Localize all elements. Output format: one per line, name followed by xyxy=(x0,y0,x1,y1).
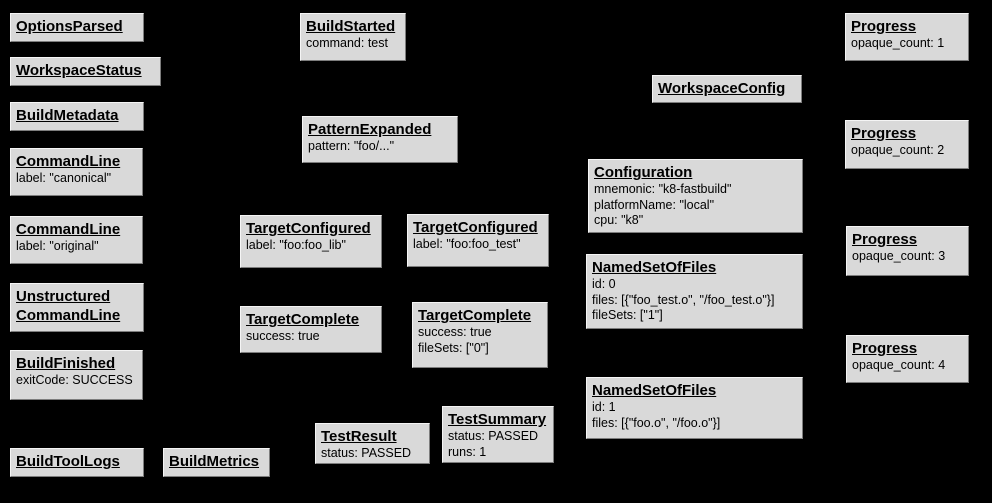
node-attribute-line: fileSets: ["0"] xyxy=(418,340,489,355)
node-title: WorkspaceStatus xyxy=(16,62,142,79)
node-title: PatternExpanded xyxy=(308,121,432,138)
node-title: Configuration xyxy=(594,164,693,181)
node-title: BuildToolLogs xyxy=(16,453,120,470)
node-title: BuildMetrics xyxy=(169,453,260,470)
node-attribute-line: label: "foo:foo_test" xyxy=(413,237,521,251)
node-attribute-line: files: [{"foo.o", "/foo.o"}] xyxy=(592,415,721,430)
node-title: CommandLine xyxy=(16,221,121,238)
node-build-metadata: BuildMetadata xyxy=(10,102,144,131)
node-attribute-line: opaque_count: 1 xyxy=(851,36,945,50)
node-title: TargetComplete xyxy=(418,307,532,324)
node-title: Progress xyxy=(851,18,917,35)
node-attribute-line: id: 0 xyxy=(592,277,616,291)
node-attribute-line: success: true xyxy=(418,325,492,339)
node-attribute-line: command: test xyxy=(306,36,388,50)
node-title: TestSummary xyxy=(448,411,547,428)
node-attribute-line: status: PASSED xyxy=(448,429,539,443)
node-attribute-line: label: "canonical" xyxy=(16,171,112,185)
node-title: BuildMetadata xyxy=(16,107,119,124)
node-workspace-status: WorkspaceStatus xyxy=(10,57,161,86)
node-build-tool-logs: BuildToolLogs xyxy=(10,448,144,477)
node-attribute-line: opaque_count: 4 xyxy=(852,358,946,372)
node-title: BuildFinished xyxy=(16,355,116,372)
node-title: OptionsParsed xyxy=(16,18,123,35)
node-attribute-line: cpu: "k8" xyxy=(594,213,644,227)
node-attribute-line: opaque_count: 3 xyxy=(852,249,946,263)
node-attribute-line: files: [{"foo_test.o", "/foo_test.o"}] xyxy=(592,292,775,307)
node-title: TargetConfigured xyxy=(413,219,538,236)
node-title: CommandLine xyxy=(16,307,121,324)
node-title: Progress xyxy=(851,125,917,142)
node-attribute-line: status: PASSED xyxy=(321,446,412,460)
node-title: Progress xyxy=(852,231,918,248)
node-attribute-line: label: "foo:foo_lib" xyxy=(246,238,346,252)
node-options-parsed: OptionsParsed xyxy=(10,13,144,42)
node-attribute-line: pattern: "foo/..." xyxy=(308,139,395,153)
node-attribute-line: id: 1 xyxy=(592,400,616,414)
node-attribute-line: fileSets: ["1"] xyxy=(592,308,663,322)
node-workspace-config: WorkspaceConfig xyxy=(652,75,802,103)
node-title: TestResult xyxy=(321,428,397,445)
node-attribute-line: platformName: "local" xyxy=(594,197,715,212)
node-attribute-line: exitCode: SUCCESS xyxy=(16,373,133,387)
node-title: TargetConfigured xyxy=(246,220,371,237)
node-title: WorkspaceConfig xyxy=(658,80,786,97)
node-title: BuildStarted xyxy=(306,18,396,35)
node-title: CommandLine xyxy=(16,153,121,170)
node-title: Progress xyxy=(852,340,918,357)
node-attribute-line: label: "original" xyxy=(16,239,99,253)
node-title: NamedSetOfFiles xyxy=(592,382,717,399)
node-title: TargetComplete xyxy=(246,311,360,328)
node-title: Unstructured xyxy=(16,288,111,305)
node-title: NamedSetOfFiles xyxy=(592,259,717,276)
node-attribute-line: mnemonic: "k8-fastbuild" xyxy=(594,182,732,196)
node-attribute-line: success: true xyxy=(246,329,320,343)
node-attribute-line: runs: 1 xyxy=(448,444,487,459)
node-build-metrics: BuildMetrics xyxy=(163,448,270,477)
node-attribute-line: opaque_count: 2 xyxy=(851,143,945,157)
